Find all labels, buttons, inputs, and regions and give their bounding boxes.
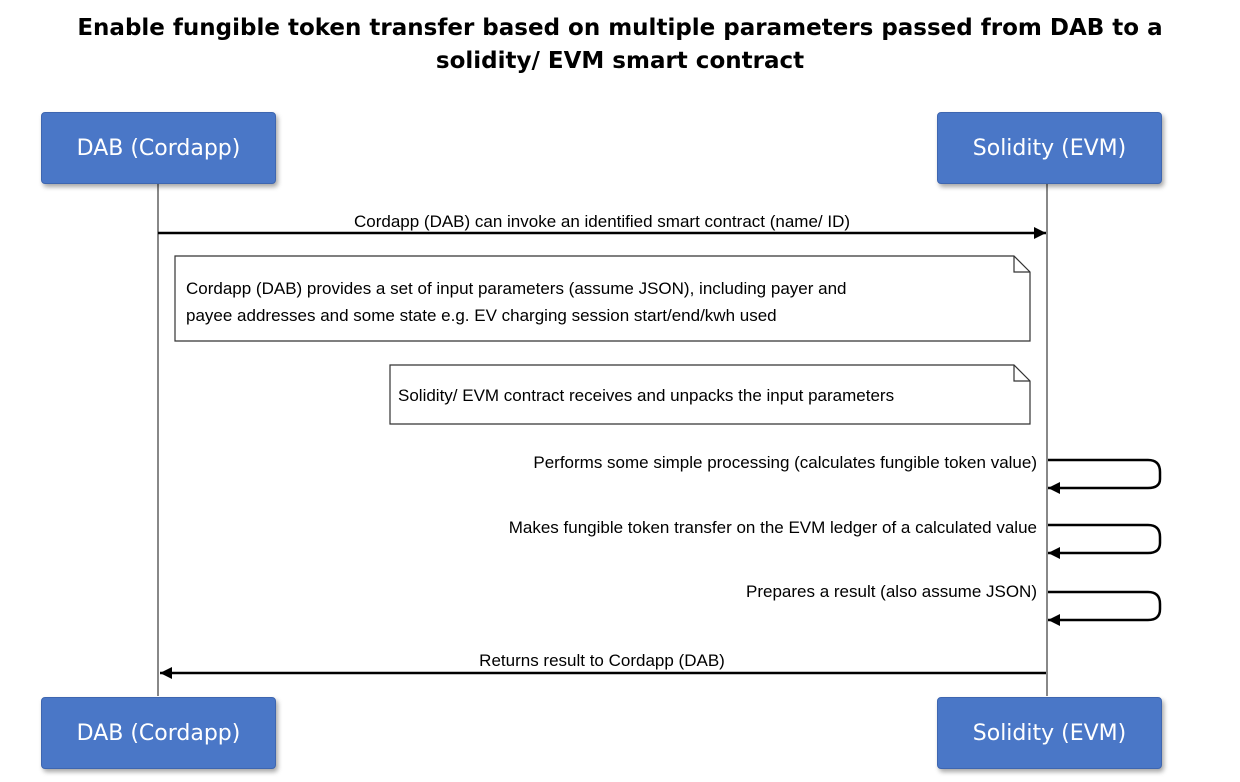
message-transfer-arrow [1048,523,1162,559]
message-processing-label: Performs some simple processing (calcula… [533,453,1037,472]
note-unpack-parameters-fold [1013,365,1030,382]
note-input-parameters-fold [1013,256,1030,273]
message-result-arrow [1048,590,1162,626]
participant-dab-top-label: DAB (Cordapp) [76,135,241,161]
participant-solidity-bottom: Solidity (EVM) [937,697,1162,769]
participant-dab-bottom-label: DAB (Cordapp) [76,720,241,746]
note-unpack-parameters [389,364,1031,425]
participant-solidity-bottom-label: Solidity (EVM) [972,720,1127,746]
note-input-parameters-line-2: payee addresses and some state e.g. EV c… [186,306,777,325]
diagram-title: Enable fungible token transfer based on … [40,12,1200,78]
message-invoke-label: Cordapp (DAB) can invoke an identified s… [354,212,850,231]
title-line-2: solidity/ EVM smart contract [435,48,805,74]
note-unpack-parameters-text: Solidity/ EVM contract receives and unpa… [398,386,894,405]
note-input-parameters [174,255,1031,342]
participant-dab-top: DAB (Cordapp) [41,112,276,184]
note-input-parameters-line-1: Cordapp (DAB) provides a set of input pa… [186,279,846,298]
participant-dab-bottom: DAB (Cordapp) [41,697,276,769]
message-processing-arrow [1048,458,1162,494]
message-result-label: Prepares a result (also assume JSON) [746,582,1037,601]
participant-solidity-top-label: Solidity (EVM) [972,135,1127,161]
message-transfer-label: Makes fungible token transfer on the EVM… [509,518,1037,537]
participant-solidity-top: Solidity (EVM) [937,112,1162,184]
title-line-1: Enable fungible token transfer based on … [77,15,1163,41]
message-return-label: Returns result to Cordapp (DAB) [479,651,725,670]
